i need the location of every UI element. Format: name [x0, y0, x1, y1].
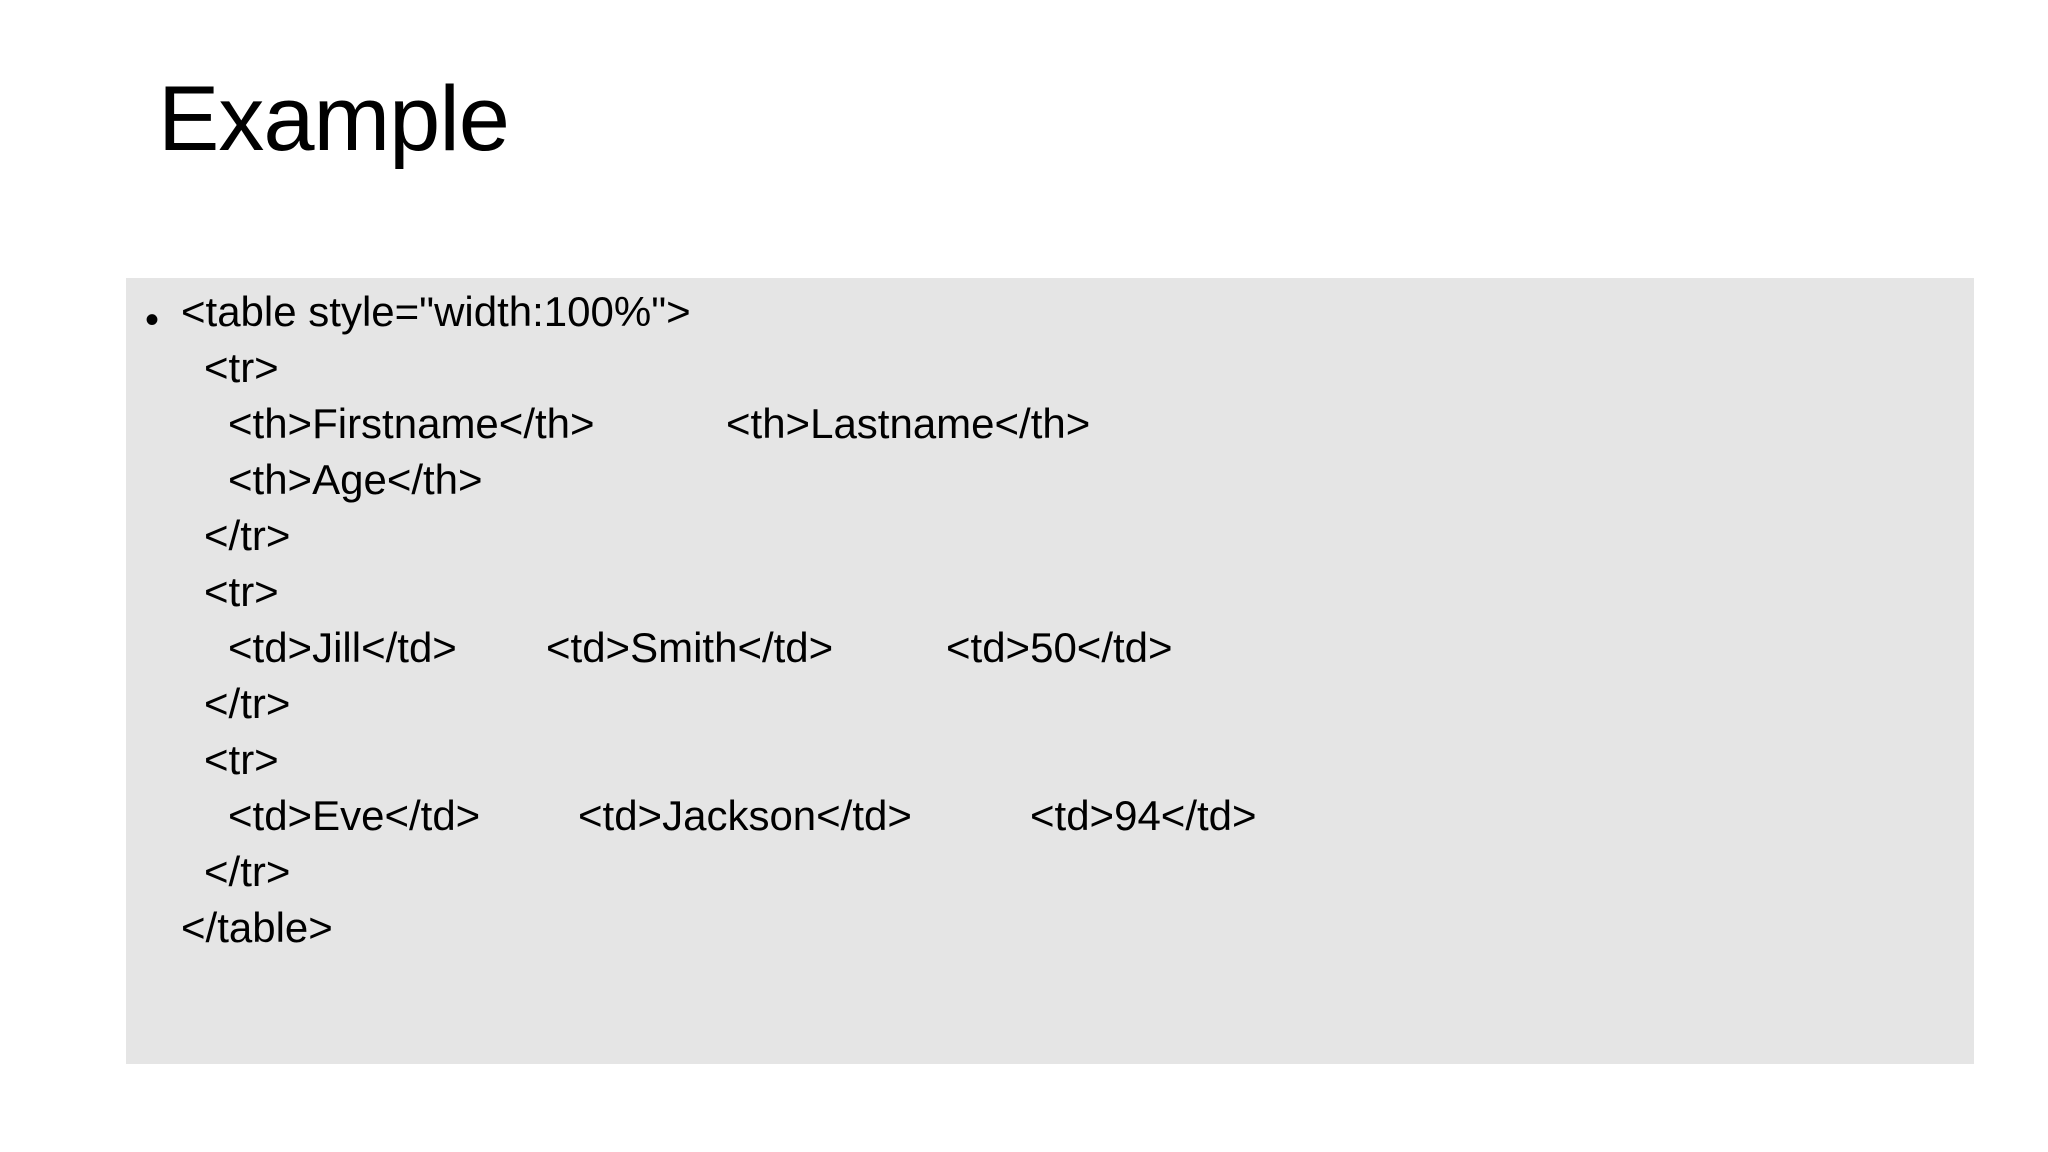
code-line-td-eve: <td>Eve</td> — [228, 792, 481, 839]
code-line-tr-open: <tr> — [204, 344, 279, 391]
code-line-tr-close: </tr> — [204, 680, 291, 727]
bullet-icon: • — [145, 298, 160, 342]
code-line-td-94: <td>94</td> — [1030, 792, 1257, 839]
code-example-box — [126, 278, 1974, 1064]
code-line-tr-close: </tr> — [204, 848, 291, 895]
code-line-tr-open: <tr> — [204, 568, 279, 615]
code-line-tr-close: </tr> — [204, 512, 291, 559]
code-line-td-50: <td>50</td> — [946, 624, 1173, 671]
code-line-th-firstname: <th>Firstname</th> — [228, 400, 595, 447]
code-line-table-open: <table style="width:100%"> — [181, 288, 691, 335]
code-line-tr-open: <tr> — [204, 736, 279, 783]
code-line-td-jill: <td>Jill</td> — [228, 624, 457, 671]
code-line-th-lastname: <th>Lastname</th> — [726, 400, 1091, 447]
code-line-th-age: <th>Age</th> — [228, 456, 483, 503]
slide-title: Example — [158, 68, 510, 170]
code-line-table-close: </table> — [181, 904, 333, 951]
code-line-td-jackson: <td>Jackson</td> — [578, 792, 912, 839]
code-line-td-smith: <td>Smith</td> — [546, 624, 834, 671]
